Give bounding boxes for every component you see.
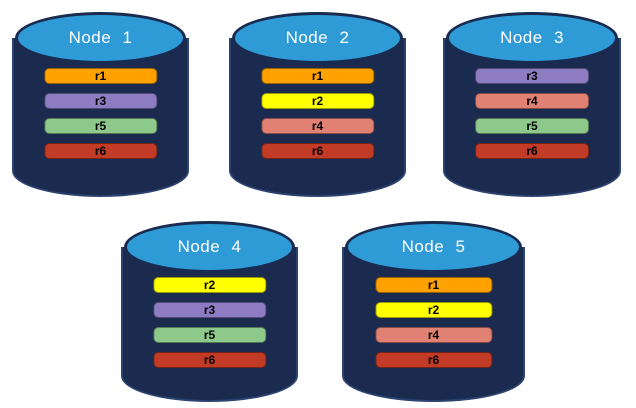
replica-bar-r2: r2 bbox=[374, 302, 493, 318]
replica-bar-r6: r6 bbox=[43, 143, 158, 159]
node-3-cylinder-top: Node 3 bbox=[446, 12, 618, 64]
replica-bar-r4: r4 bbox=[475, 93, 589, 109]
node-2-cylinder-body bbox=[229, 38, 406, 197]
node-1-title: Node 1 bbox=[68, 28, 133, 47]
node-1-replica-list: r1 r3 r5 r6 bbox=[43, 68, 158, 159]
replica-bar-r6: r6 bbox=[152, 352, 267, 368]
node-5-cylinder: Node 5 r1 r2 r4 r6 bbox=[342, 221, 525, 402]
node-2-cylinder: Node 2 r1 r2 r4 r6 bbox=[229, 12, 406, 197]
replica-bar-r1: r1 bbox=[374, 277, 493, 293]
node-3-title: Node 3 bbox=[500, 28, 564, 47]
replica-bar-r6: r6 bbox=[475, 143, 589, 159]
node-1-cylinder-top: Node 1 bbox=[15, 12, 186, 64]
replica-bar-r5: r5 bbox=[43, 118, 158, 134]
node-5-title: Node 5 bbox=[401, 237, 466, 256]
node-1-cylinder-body bbox=[12, 38, 189, 197]
node-2-cylinder-top: Node 2 bbox=[232, 12, 403, 64]
node-4-cylinder: Node 4 r2 r3 r5 r6 bbox=[121, 221, 298, 402]
replica-bar-r3: r3 bbox=[152, 302, 267, 318]
replica-bar-r2: r2 bbox=[260, 93, 375, 109]
replica-bar-r1: r1 bbox=[260, 68, 375, 84]
replica-bar-r1: r1 bbox=[43, 68, 158, 84]
replica-bar-r3: r3 bbox=[475, 68, 589, 84]
replica-bar-r5: r5 bbox=[152, 327, 267, 343]
replica-bar-r2: r2 bbox=[152, 277, 267, 293]
node-2-replica-list: r1 r2 r4 r6 bbox=[260, 68, 375, 159]
node-4-title: Node 4 bbox=[177, 237, 242, 256]
node-4-replica-list: r2 r3 r5 r6 bbox=[152, 277, 267, 368]
node-1-cylinder: Node 1 r1 r3 r5 r6 bbox=[12, 12, 189, 197]
node-5-replica-list: r1 r2 r4 r6 bbox=[374, 277, 493, 368]
node-5-cylinder-top: Node 5 bbox=[345, 221, 522, 273]
node-4-cylinder-top: Node 4 bbox=[124, 221, 295, 273]
replica-bar-r6: r6 bbox=[374, 352, 493, 368]
replica-bar-r3: r3 bbox=[43, 93, 158, 109]
replica-bar-r5: r5 bbox=[475, 118, 589, 134]
replica-bar-r4: r4 bbox=[374, 327, 493, 343]
node-3-cylinder-body bbox=[443, 38, 621, 197]
node-3-replica-list: r3 r4 r5 r6 bbox=[475, 68, 589, 159]
node-3-cylinder: Node 3 r3 r4 r5 r6 bbox=[443, 12, 621, 197]
replica-bar-r4: r4 bbox=[260, 118, 375, 134]
node-2-title: Node 2 bbox=[285, 28, 350, 47]
replica-bar-r6: r6 bbox=[260, 143, 375, 159]
